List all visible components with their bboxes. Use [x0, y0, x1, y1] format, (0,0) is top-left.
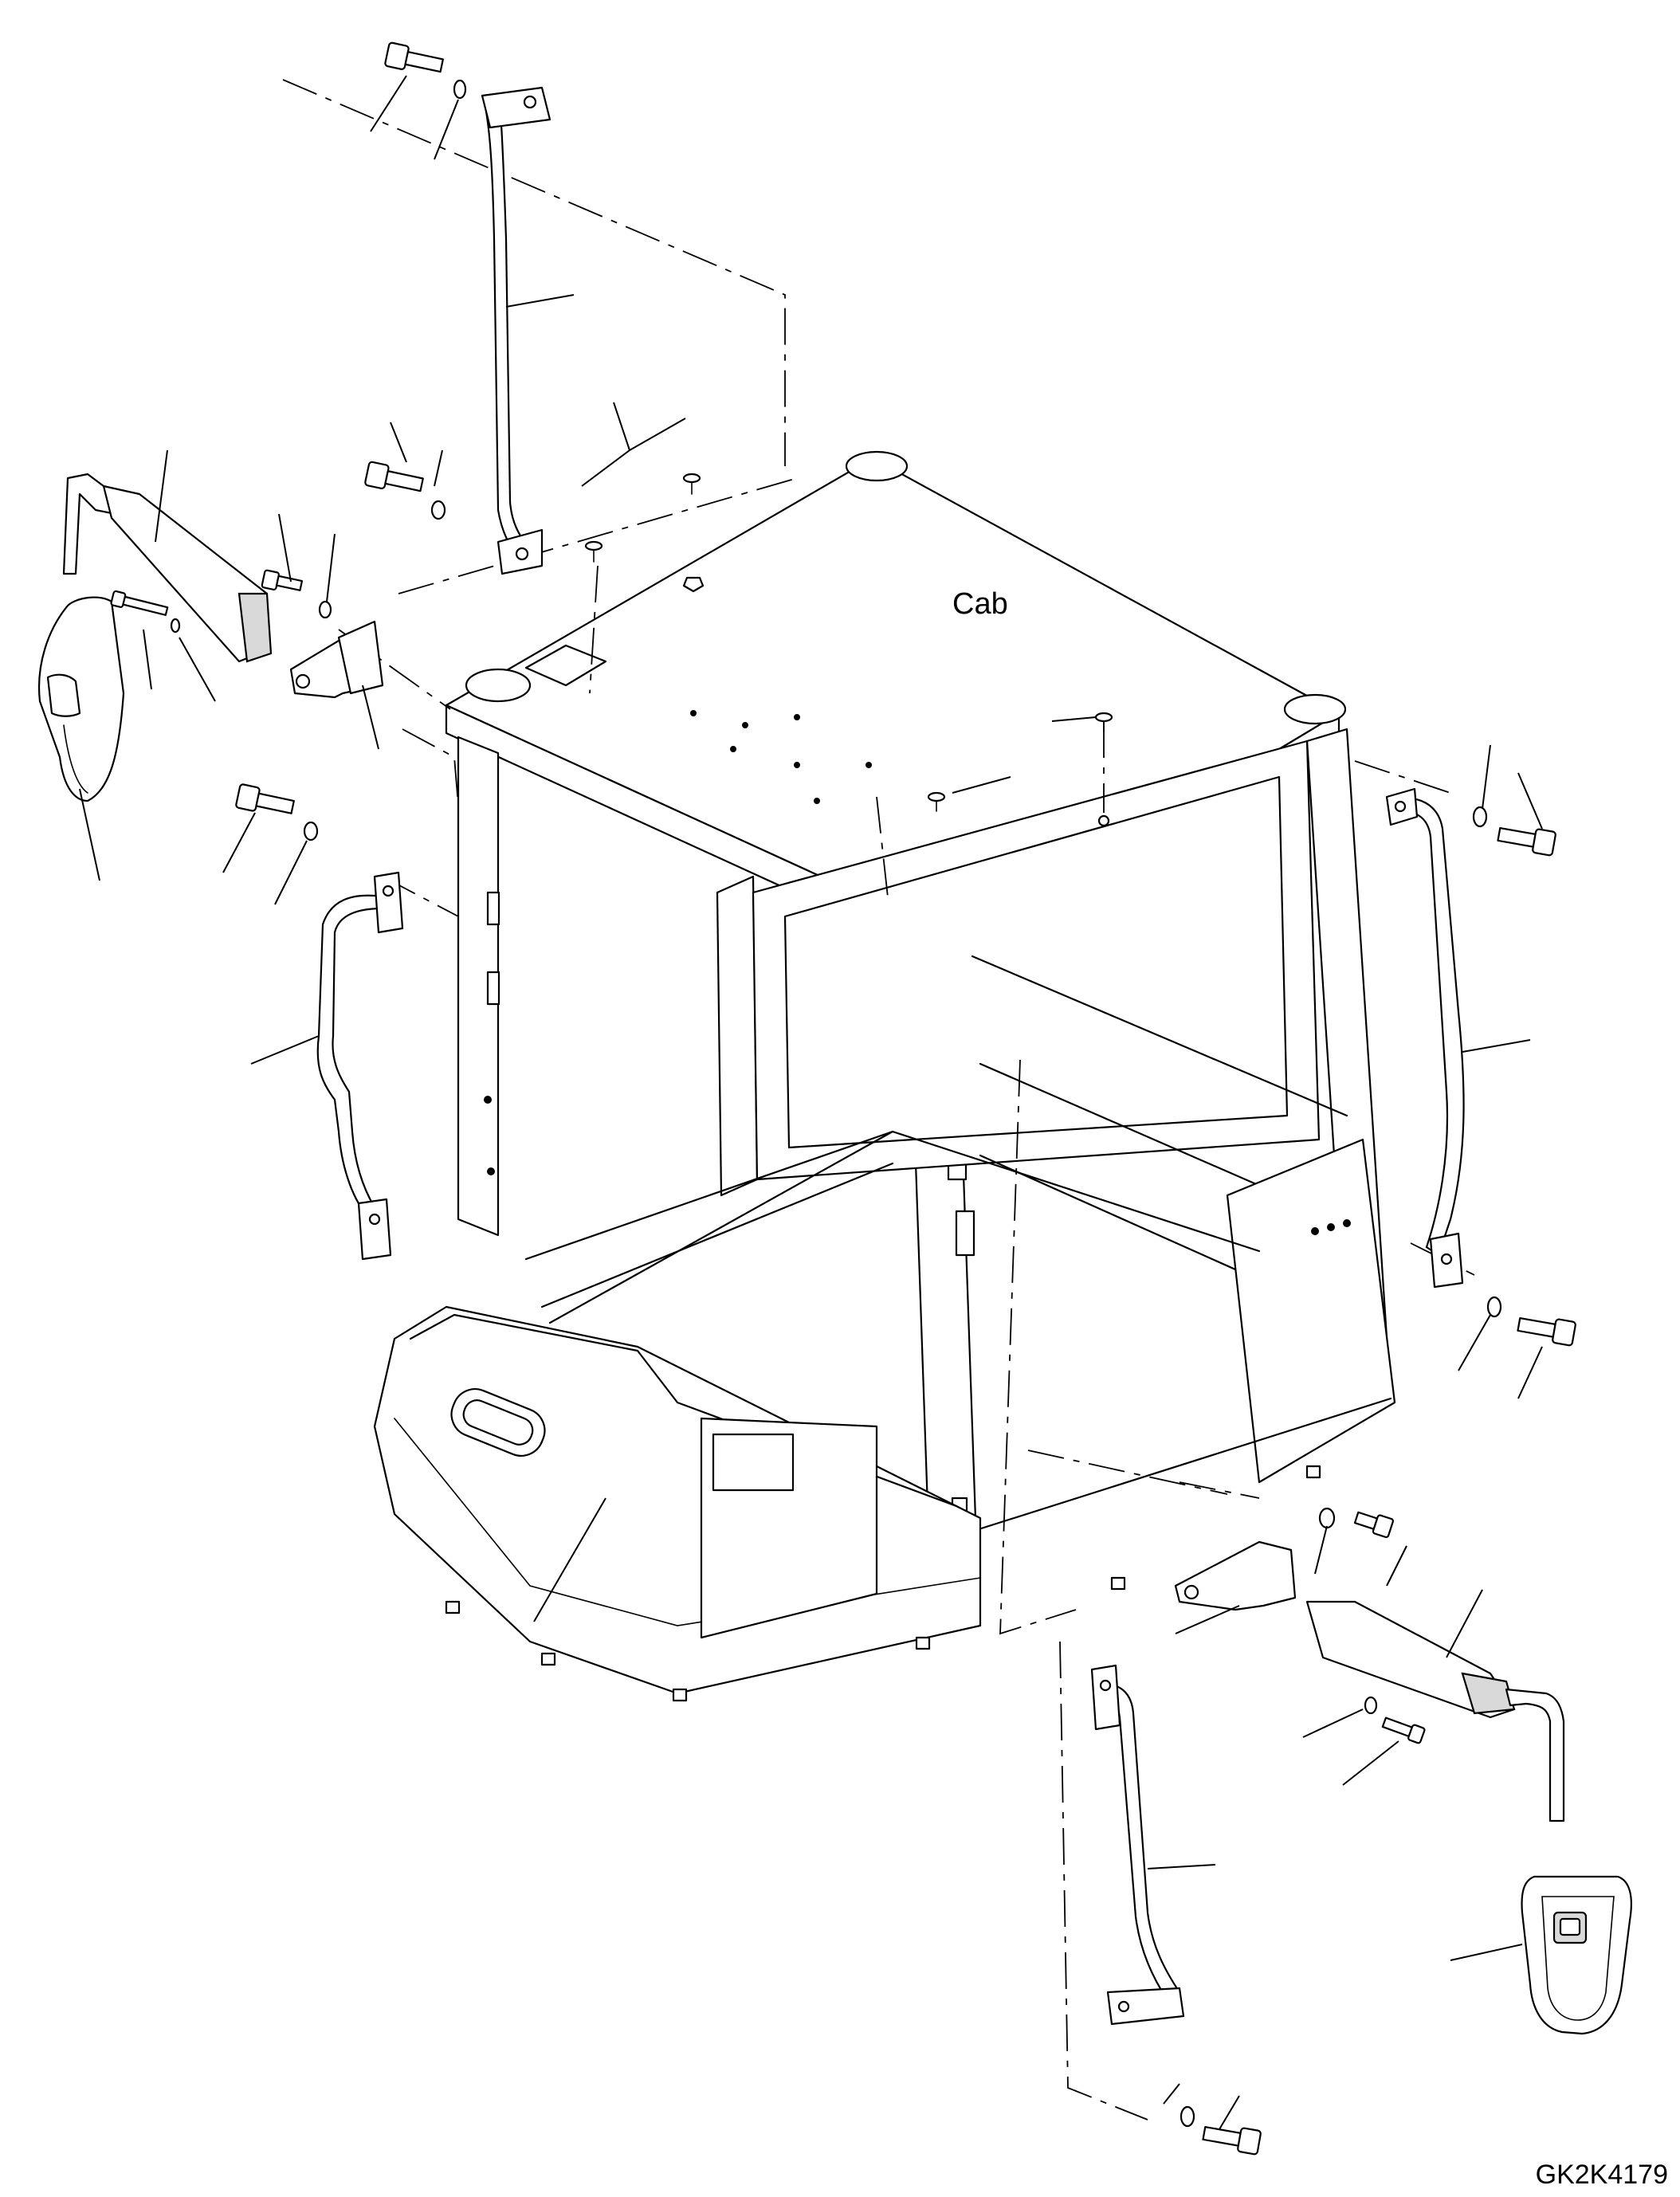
washer-top [453, 79, 467, 100]
roof-rivet-d [927, 791, 946, 812]
bolt-upper-left [364, 461, 424, 492]
left-handrail [316, 871, 404, 1261]
bolt-bottom [1202, 2125, 1262, 2156]
rear-cross-rail-2 [540, 1162, 894, 1308]
washer-mirror-left-b [170, 618, 181, 634]
washer-upper-left [430, 500, 446, 520]
left-mirror-arm [62, 473, 273, 663]
bolt-right-mirror-bracket [1353, 1511, 1394, 1539]
bolt-left-handrail [235, 783, 295, 814]
top-grab-bar-upper-bracket [481, 86, 551, 129]
floor-front-edge [975, 1397, 1392, 1532]
rear-left-pillar [716, 875, 759, 1197]
bolt-mirror-left-b [110, 590, 169, 616]
roof-corner-rear-right [1283, 693, 1347, 725]
rear-lower-panel [1226, 1138, 1396, 1484]
top-grab-bar [481, 86, 551, 575]
roof-rivet-b [682, 473, 701, 495]
right-handrail [1385, 787, 1465, 1289]
right-mirror-arm [1305, 1600, 1565, 1822]
washer-left-handrail [303, 821, 319, 842]
washer-mirror-left-a [318, 600, 332, 619]
roof-corner-front-left [465, 668, 532, 703]
washer-bottom [1180, 2105, 1195, 2128]
washer-right-mirror-bracket [1318, 1507, 1336, 1529]
left-mirror-head [38, 596, 125, 802]
bolt-top [384, 41, 444, 73]
bottom-grab-bar-upper-bracket [1090, 1664, 1121, 1731]
drawing-code: GK2K4179 [1536, 2160, 1668, 2190]
callout-leaders [79, 75, 1543, 2130]
left-handrail-lower-bracket [357, 1198, 392, 1261]
left-handrail-upper-bracket [373, 871, 404, 934]
bottom-grab-bar [1090, 1664, 1185, 2026]
bottom-bolts [445, 1465, 1321, 1702]
bolt-right-lower [1517, 1316, 1576, 1347]
washer-right-lower [1486, 1296, 1502, 1318]
bolt-right-mirror-arm [1381, 1716, 1426, 1744]
washer-right-upper [1472, 806, 1488, 828]
floor-rear-edge [548, 1130, 1261, 1324]
roof-rivet-c [1094, 712, 1113, 732]
side-handle-recess [450, 1388, 546, 1457]
cab-label: Cab [952, 587, 1008, 621]
roof-rivet-a [584, 540, 603, 563]
roof-nut [682, 576, 705, 593]
left-mirror-bracket [289, 620, 384, 699]
fasteners [110, 41, 1576, 2156]
bolt-mirror-left-a [261, 569, 304, 591]
washer-right-mirror-arm [1364, 1696, 1378, 1715]
rear-cross-rail [524, 1130, 894, 1261]
front-lower-body [373, 1305, 982, 1695]
roof-corner-rear [845, 450, 909, 482]
front-panel-plate [712, 1433, 795, 1492]
roof-nut-b [1097, 814, 1110, 827]
front-left-pillar [457, 736, 500, 1237]
upper-cross-rail [971, 955, 1348, 1117]
roof-plate-upper [524, 644, 607, 687]
cab-frame [373, 450, 1396, 1702]
right-mirror-head [1521, 1875, 1632, 2035]
bottom-grab-bar-lower-bracket [1106, 1987, 1185, 2026]
right-mirror-bracket [1174, 1540, 1297, 1611]
rear-window-inner [783, 775, 1289, 1149]
roof-holes [690, 710, 872, 804]
bolt-right-upper [1497, 826, 1556, 857]
